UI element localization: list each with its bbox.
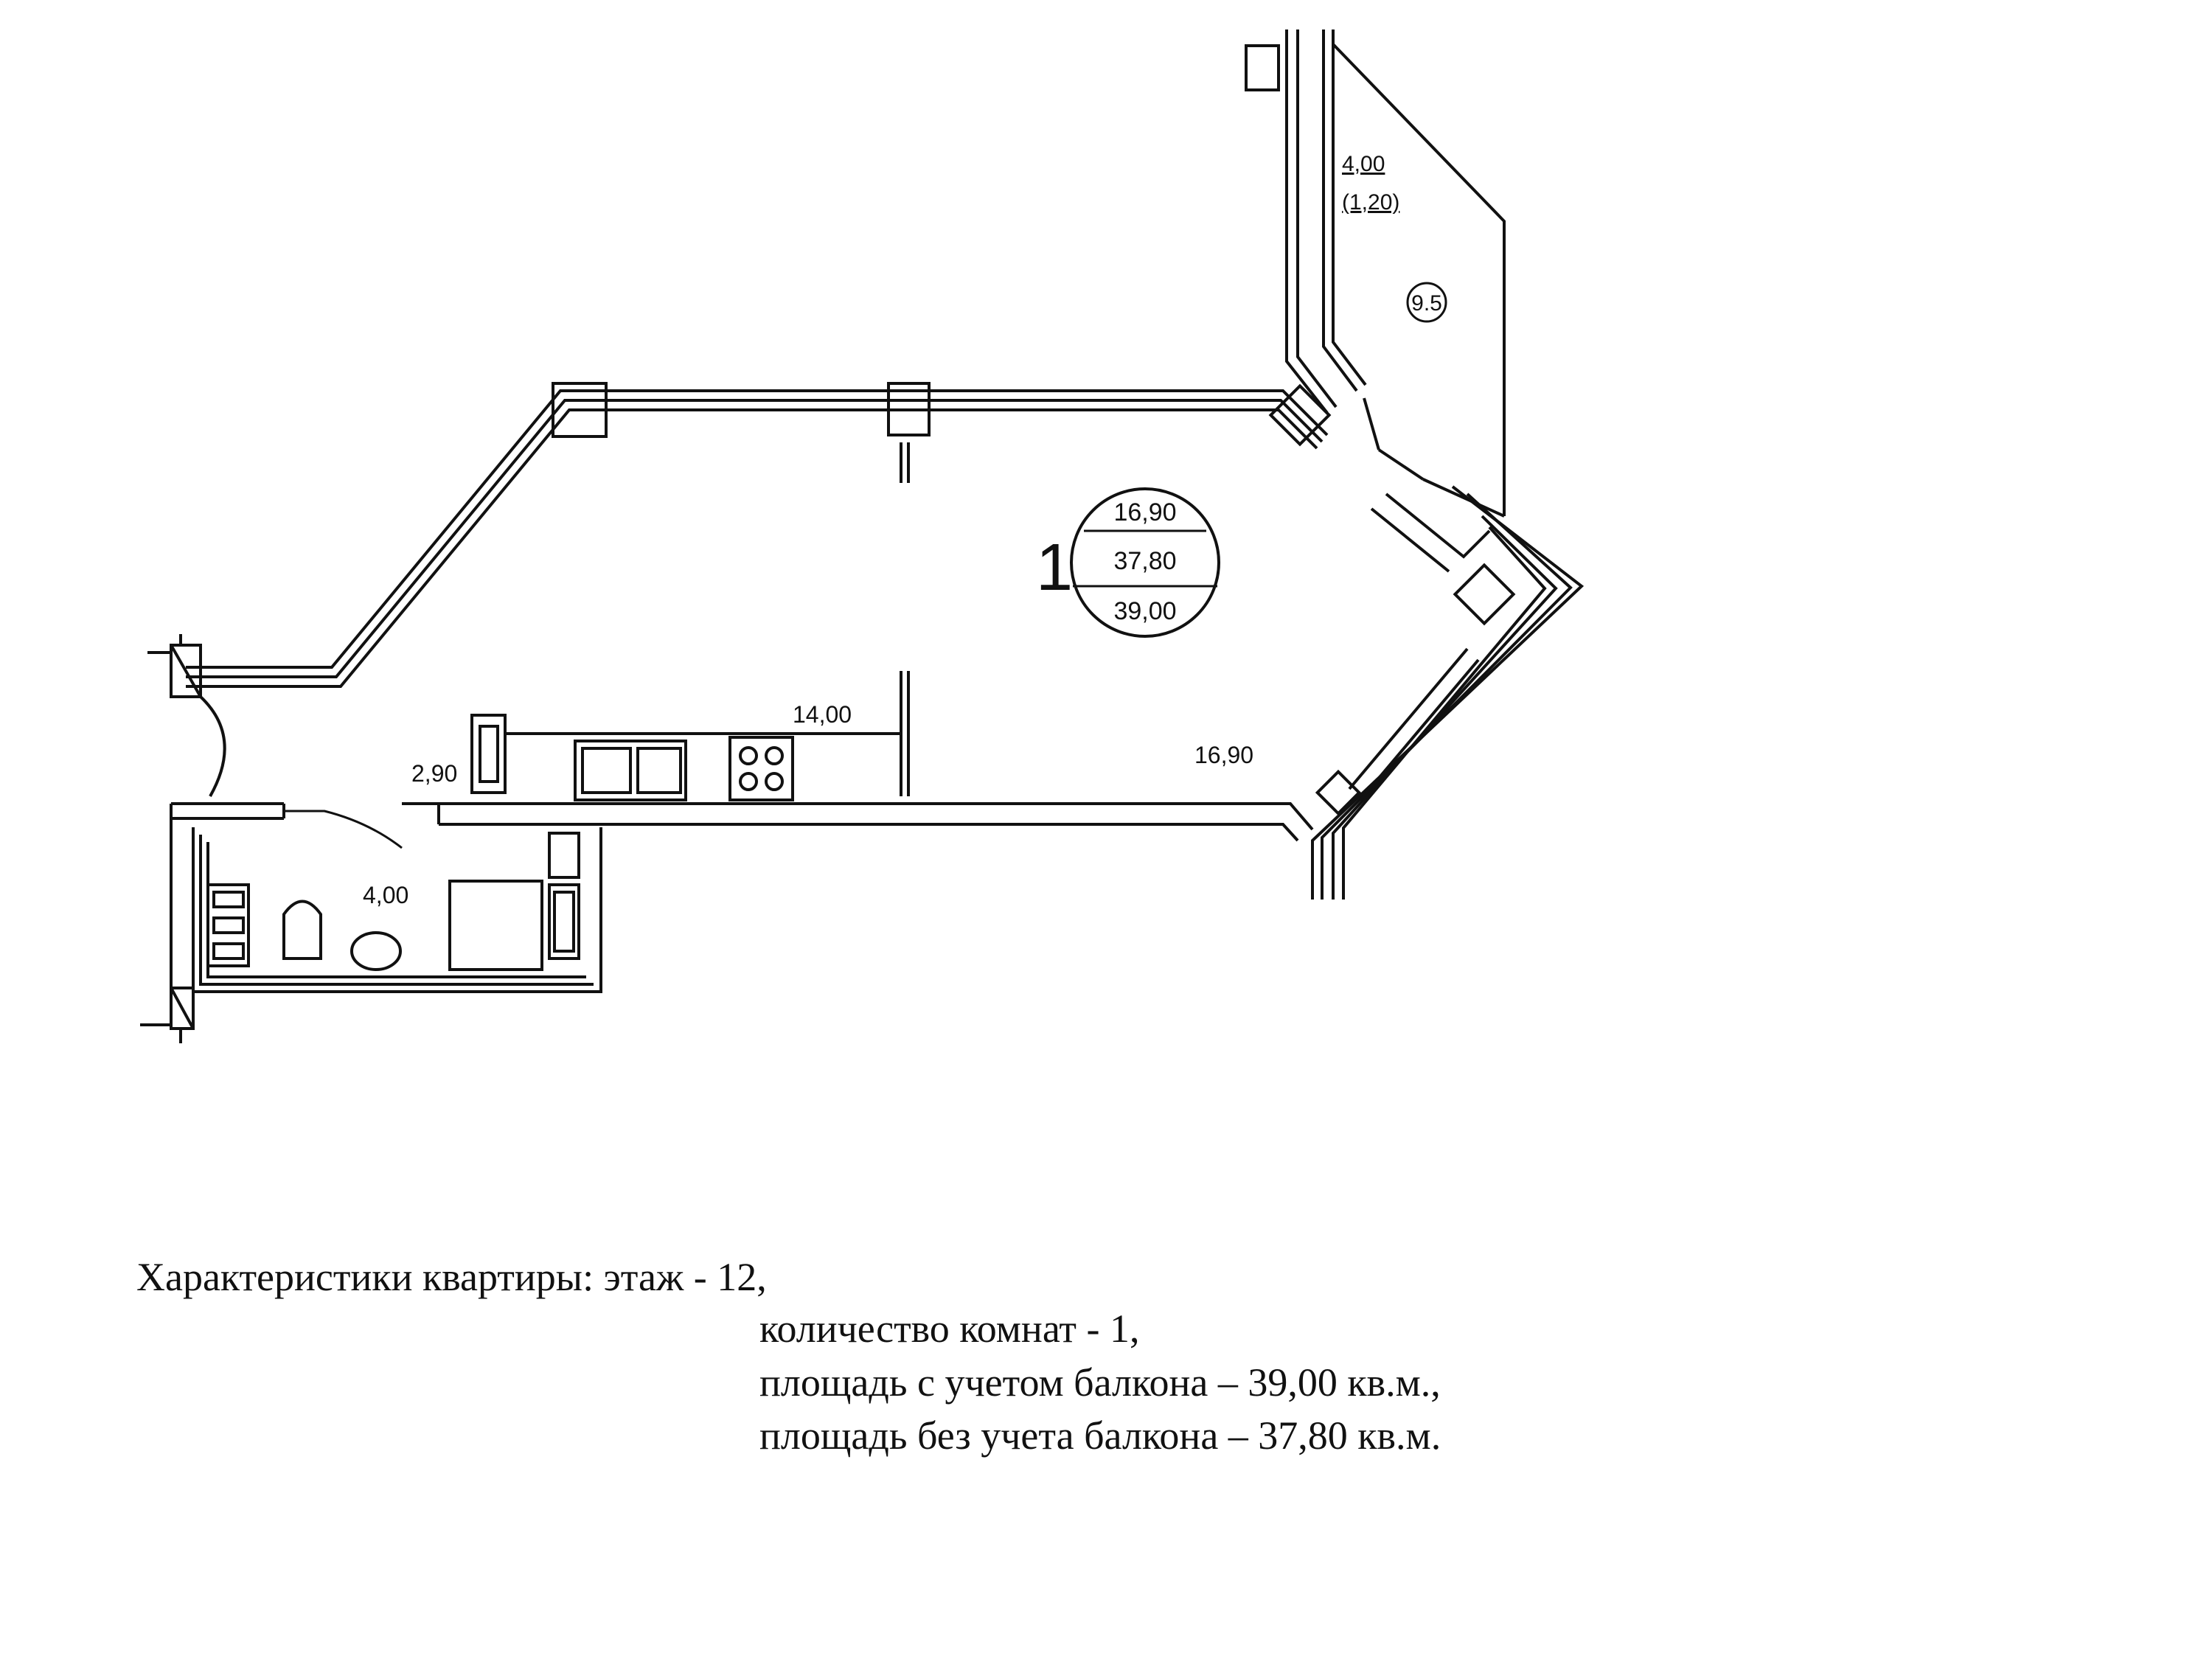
entrance-door — [140, 634, 226, 1043]
bathroom-fixtures — [206, 832, 580, 971]
kitchen-fixtures — [470, 714, 901, 801]
caption-line-2: количество комнат - 1, — [759, 1307, 1140, 1351]
caption-line-3: площадь с учетом балкона – 39,00 кв.м., — [759, 1360, 1441, 1405]
bathroom-door — [284, 810, 403, 849]
columns — [552, 44, 1516, 816]
balcony-area: 4,00 — [1342, 152, 1385, 176]
corridor-wall — [437, 442, 1314, 842]
toilet-icon — [282, 900, 322, 960]
balcony-marker-circle — [1406, 282, 1447, 323]
upper-wall — [186, 389, 1329, 688]
area-badge: 16,90 37,80 39,00 — [1070, 487, 1220, 638]
balcony-reduced-area: (1,20) — [1342, 190, 1399, 215]
balcony-wall — [1285, 29, 1506, 518]
living-room-area: 16,90 — [1194, 742, 1253, 768]
badge-total-with-balcony: 39,00 — [1113, 597, 1176, 625]
bay-wall — [1311, 485, 1585, 900]
caption-line-1: Характеристики квартиры: этаж - 12, — [136, 1255, 767, 1299]
kitchen-area: 14,00 — [793, 701, 852, 728]
sink-icon — [350, 931, 402, 971]
caption-line-4: площадь без учета балкона – 37,80 кв.м. — [759, 1413, 1441, 1458]
bathtub-icon — [448, 880, 543, 971]
badge-total-without-balcony: 37,80 — [1113, 547, 1176, 575]
apartment-number: 1 — [1036, 531, 1073, 605]
bathroom-area: 4,00 — [363, 882, 408, 908]
hall-area: 2,90 — [411, 760, 457, 787]
badge-living: 16,90 — [1113, 498, 1176, 526]
balcony-marker: 9.5 — [1411, 291, 1442, 316]
